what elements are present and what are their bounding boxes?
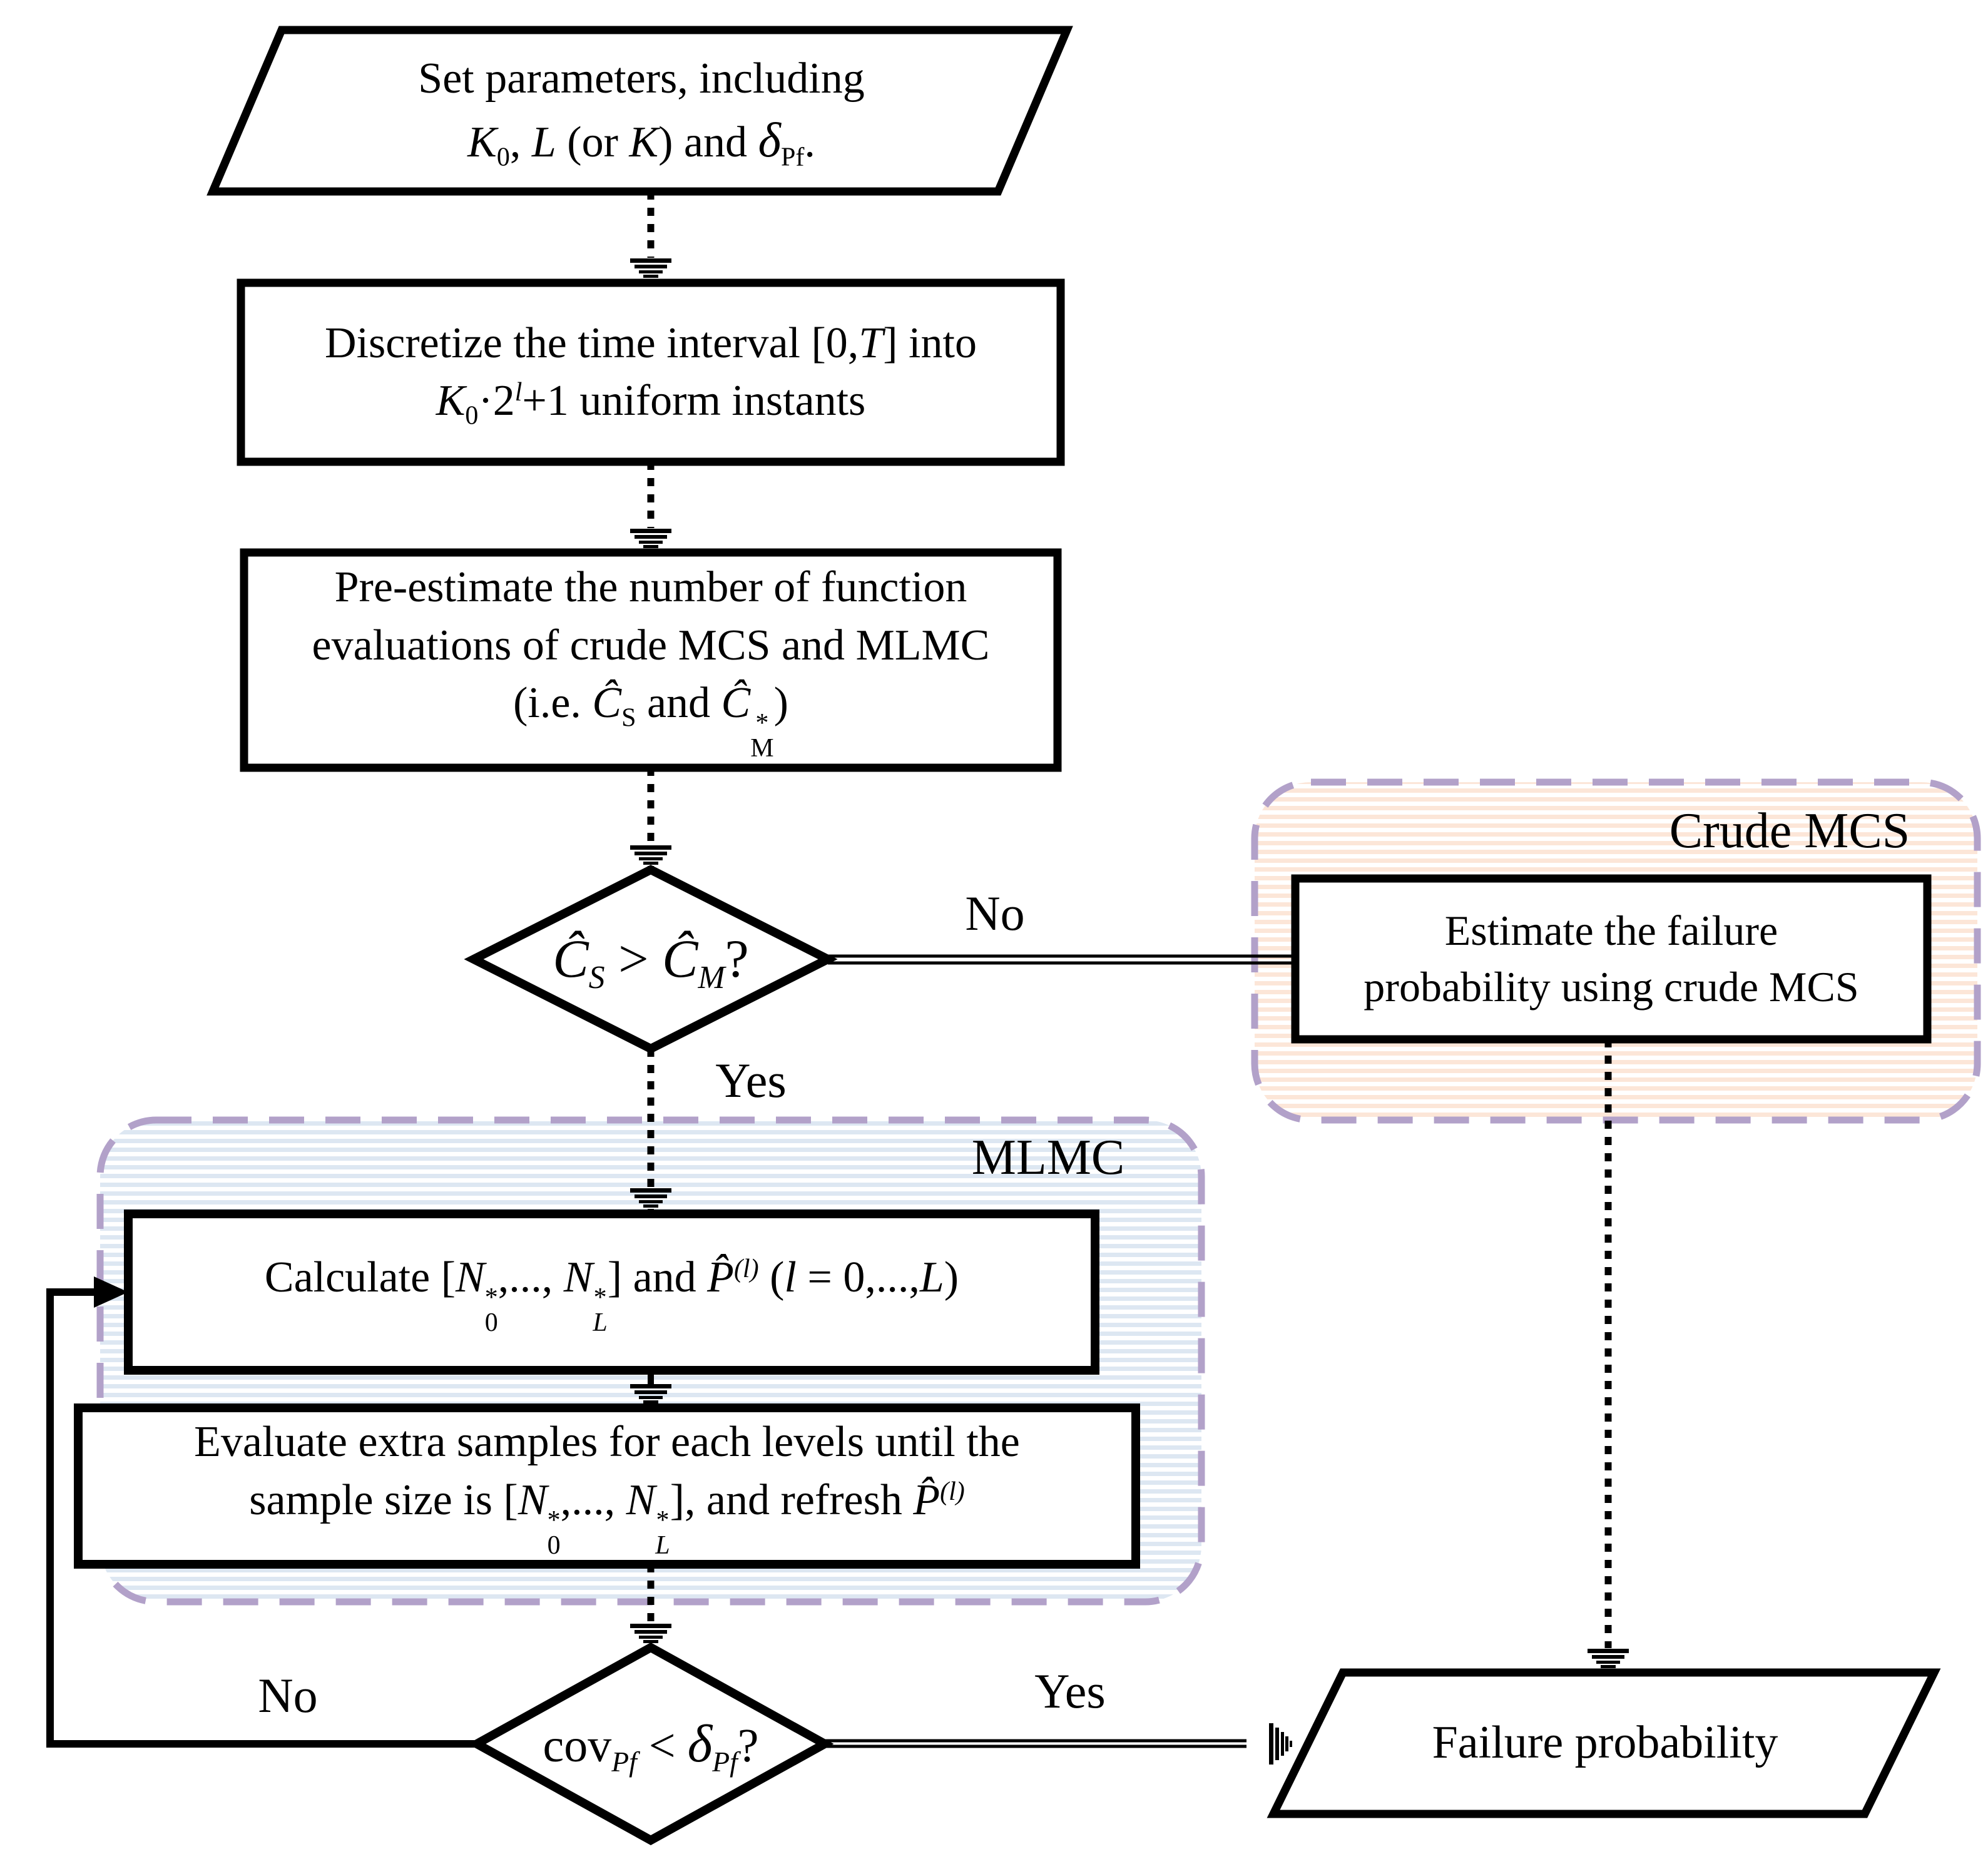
crude-mcs-region-label: Crude MCS [1669,803,1910,858]
edge-label-yes-top: Yes [715,1053,787,1108]
connector-no-loop [46,1288,477,1748]
cost-decision-diamond [464,865,838,1054]
calculate-box [124,1210,1099,1375]
set-params-parallelogram [206,26,1073,196]
crude-estimate-text: Estimate the failure probability using c… [1364,906,1859,1011]
edge-label-yes-bottom: Yes [1034,1664,1106,1718]
preestimate-text: Pre-estimate the number of function eval… [312,563,990,763]
evaluate-box [74,1403,1140,1569]
set-params-text: Set parameters, including K0, L (or K) a… [263,39,1020,184]
cov-decision-text: covPf < δPf? [543,1714,759,1778]
crude-estimate-box [1291,874,1932,1044]
edge-label-no-top: No [965,886,1025,940]
loop-arrowhead [94,1276,128,1308]
discretize-box [237,278,1065,466]
evaluate-text: Evaluate extra samples for each levels u… [194,1418,1020,1560]
mlmc-region-label: MLMC [971,1129,1125,1185]
cov-decision-diamond [467,1642,834,1846]
failure-parallelogram [1267,1668,1941,1818]
set-params-line1: Set parameters, including [418,54,865,103]
failure-text: Failure probability [1432,1717,1778,1769]
set-params-line2: K0, L (or K) and δPf. [467,113,815,173]
calculate-text: Calculate [N*0,..., N*L] and P̂(l) (l = … [264,1253,959,1337]
cost-decision-text: ĈS > ĈM? [553,929,749,996]
edge-label-no-bottom: No [258,1668,318,1723]
discretize-text: Discretize the time interval [0,T] into … [325,318,977,430]
preestimate-box [240,548,1062,772]
